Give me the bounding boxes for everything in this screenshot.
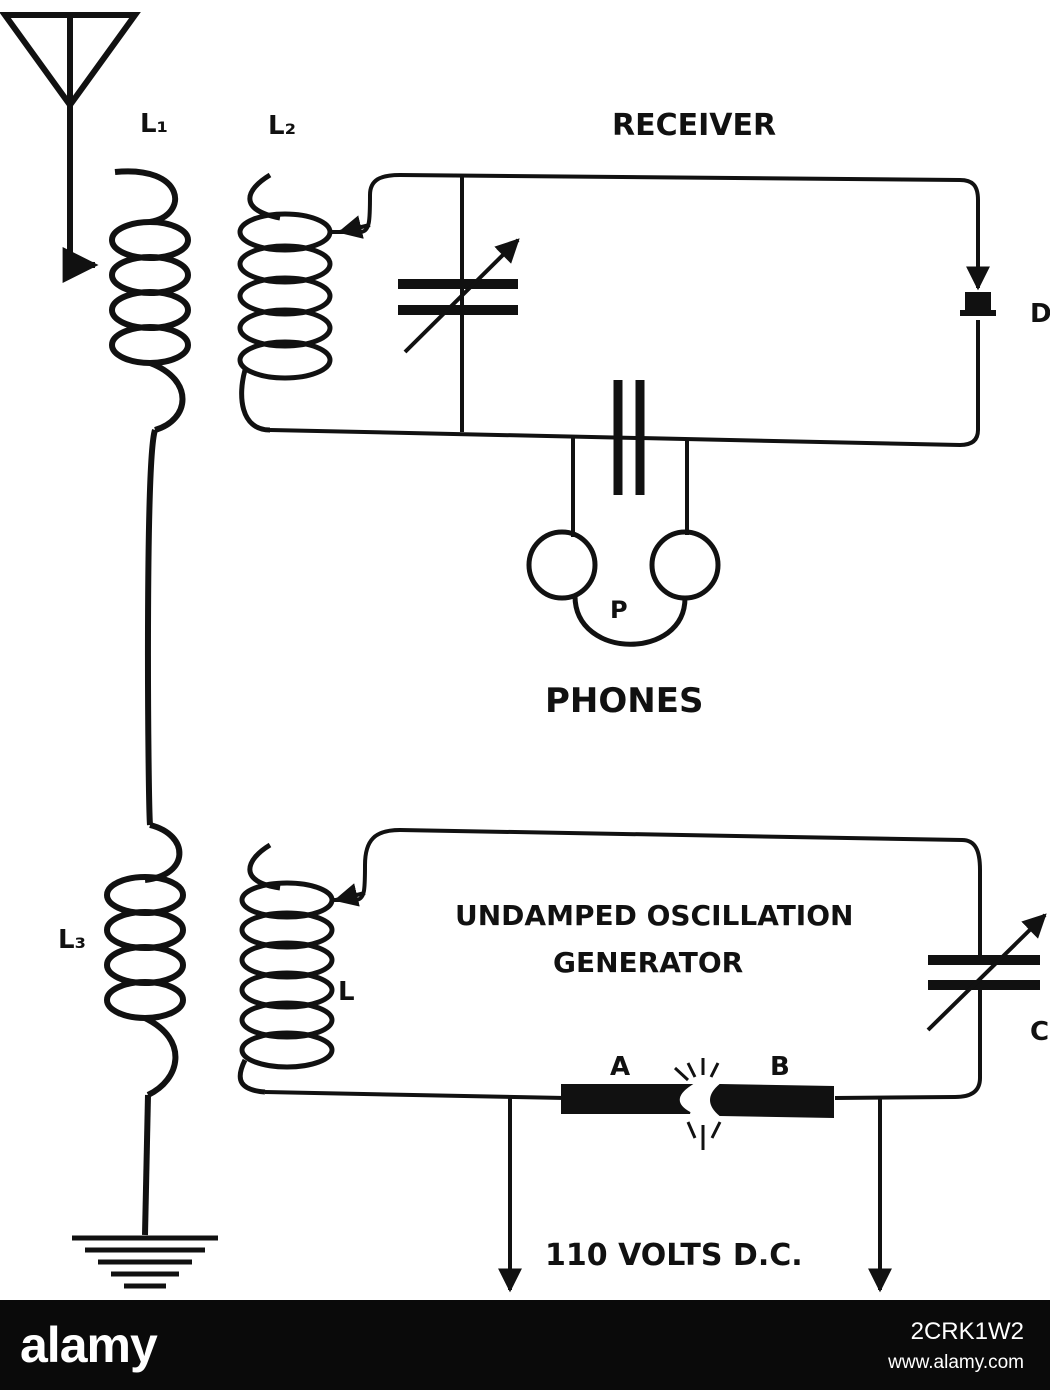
ground-symbol bbox=[72, 1235, 218, 1289]
crystal-detector bbox=[960, 292, 996, 316]
coil-l3 bbox=[104, 822, 186, 1236]
receiver-variable-capacitor bbox=[398, 238, 520, 354]
antenna-symbol bbox=[0, 12, 141, 170]
label-l3: L₃ bbox=[58, 925, 86, 955]
watermark-footer: alamy 2CRK1W2 www.alamy.com bbox=[0, 1300, 1050, 1390]
label-phones: PHONES bbox=[545, 681, 703, 721]
label-l1: L₁ bbox=[140, 109, 168, 139]
label-p: P bbox=[610, 596, 628, 624]
generator-circuit bbox=[264, 827, 982, 1100]
brand-logo: alamy bbox=[20, 1317, 158, 1373]
label-l: L bbox=[338, 977, 355, 1007]
generator-variable-capacitor bbox=[926, 913, 1047, 1032]
receiver-coil-l2 bbox=[237, 172, 333, 433]
label-supply: 110 VOLTS D.C. bbox=[545, 1238, 803, 1273]
generator-coil-l bbox=[237, 842, 335, 1095]
dc-supply-leads bbox=[498, 1097, 892, 1293]
label-generator-line1: UNDAMPED OSCILLATION bbox=[455, 899, 853, 932]
receiver-circuit bbox=[269, 172, 990, 448]
circuit-diagram: L₁ L₂ RECEIVER D P PHONES UNDAMPED OSCIL… bbox=[0, 12, 1050, 1293]
label-a: A bbox=[610, 1052, 630, 1082]
site-url: www.alamy.com bbox=[888, 1352, 1024, 1373]
label-receiver: RECEIVER bbox=[612, 108, 776, 143]
label-b: B bbox=[770, 1052, 790, 1082]
label-d: D bbox=[1030, 299, 1050, 329]
image-id: 2CRK1W2 bbox=[910, 1318, 1024, 1345]
label-c: C bbox=[1030, 1017, 1049, 1047]
arc-spark bbox=[673, 1058, 722, 1150]
aerial-coil-l1 bbox=[62, 168, 191, 433]
aerial-lead bbox=[144, 429, 158, 826]
arc-electrodes bbox=[561, 1083, 834, 1119]
headphones bbox=[526, 529, 721, 647]
label-l2: L₂ bbox=[268, 111, 296, 141]
phone-condenser bbox=[571, 380, 689, 537]
label-generator-line2: GENERATOR bbox=[553, 946, 743, 979]
